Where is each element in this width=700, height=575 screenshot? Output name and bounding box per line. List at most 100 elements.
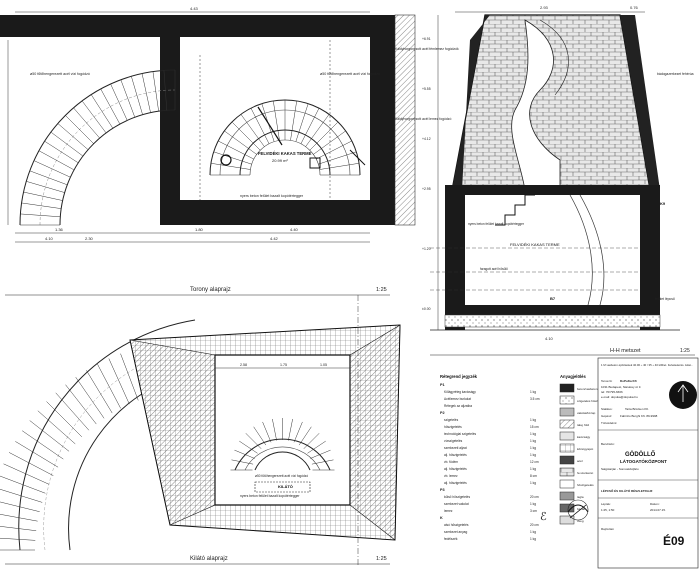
section-note: Káldyhorgonyzott acél fémlemez fogódzók [395, 47, 459, 51]
stair-tread [73, 107, 100, 139]
plan-title-tower: Torony alaprajz [190, 287, 231, 293]
orientation-glyph: ℰ [540, 511, 547, 523]
stair-tread [163, 70, 168, 111]
legend-swatch [559, 407, 575, 417]
stair-tread [253, 426, 267, 446]
stair-tread [290, 100, 297, 141]
stair-tread [21, 202, 62, 209]
section-dim: 0.76 [630, 5, 639, 10]
stair-tread [245, 433, 262, 449]
legend-swatch [559, 467, 575, 477]
legend-item: alj. hőszigetelés [444, 453, 467, 457]
section-note: Káldyhorgonyzott acél lemez fogódzó [395, 117, 451, 121]
svg-text:±0.00: ±0.00 [422, 307, 431, 311]
tb-label: Dátum: [650, 502, 660, 506]
stair-tread [20, 213, 61, 218]
legend-swatch [559, 443, 575, 453]
legend-swatch-label: talaj, föld [577, 423, 589, 427]
section-note: bádogazerkezet fehérúa [657, 72, 694, 76]
stair-tread [26, 181, 65, 193]
legend-item: hőszigetelés [444, 425, 462, 429]
tb-label: Statikus: [601, 407, 613, 411]
stair-note-right: ø50 fűtőhengerezett acél vízi fogódzó [320, 72, 380, 76]
svg-text:+6.91: +6.91 [422, 37, 431, 41]
tb-label: Lépték: [601, 502, 611, 506]
room-label-lookout: KILÁTÓ [278, 484, 293, 489]
stair-tread [0, 537, 36, 541]
stair-tread [97, 363, 121, 409]
stair-tread [300, 108, 320, 144]
tb-mech: Fabrizio Burghi Kft. 89-9998 [620, 414, 658, 418]
legend-swatch [559, 383, 575, 393]
tb-sheet-number: É09 [663, 533, 685, 548]
dim-text: 4.42 [270, 236, 279, 241]
swatch-heading: Anyagjelölés [560, 374, 587, 379]
legend-swatch-label: tégla [577, 495, 584, 499]
legend-value: 1 kg [530, 502, 536, 506]
legend-swatch-label: kavicságy [577, 435, 591, 439]
section-dim: 2.93 [540, 5, 549, 10]
stair-tread [240, 114, 265, 147]
stair-tread [152, 71, 159, 112]
stair-tread [110, 83, 128, 121]
stair-note: ø50 fűtőhengerezett acél vízi fogódzó [30, 72, 90, 76]
stair-tread [44, 140, 79, 164]
stair-tread [120, 353, 139, 401]
tb-label: Rajzszám [601, 527, 615, 531]
stair-tread [0, 526, 37, 531]
legend-swatch-label: acél [577, 459, 583, 463]
legend-swatch-label: hőszigetelés [577, 483, 594, 487]
dim-text: 4.40 [290, 227, 299, 232]
legend-swatch-label: kőzetgyapot [577, 447, 593, 451]
tower-floor-plan: 1.36 1.80 4.40 2.30 4.10 4.42 4.43 ø50 f… [0, 6, 416, 296]
stair-tread [293, 421, 303, 443]
plan-scale-tower: 1:25 [376, 287, 387, 293]
stair-tread [305, 114, 330, 147]
stair-tread [8, 452, 54, 476]
dim-text: 4.10 [45, 236, 54, 241]
mark-b7: B7 [550, 296, 556, 301]
legend-swatch-label: fa szerkezet [577, 471, 593, 475]
legend-value: 3 cm [530, 509, 537, 513]
stair-tread [298, 426, 312, 446]
stair-tread [100, 88, 121, 125]
tb-date: 2014.07.15. [650, 508, 666, 512]
stair-tread [86, 370, 113, 414]
stair-tread [50, 131, 84, 157]
tb-label: Gépész: [601, 414, 612, 418]
stair-tread [108, 358, 130, 405]
legend-item: P1 [440, 383, 445, 387]
stair-tread [273, 100, 280, 141]
plan-scale-lookout: 1:25 [376, 556, 387, 562]
plan-title-lookout: Kilátó alaprajz [190, 556, 228, 562]
tb-scale: 1:25, 1:50 [601, 508, 615, 512]
svg-text:+2.95: +2.95 [422, 187, 431, 191]
section-note: nyers beton felület bazalt kopótértegger [468, 222, 525, 226]
mark-k9: K9 [660, 201, 666, 206]
lookout-stair-note: ø50 fűtőhengerezett acél vízi fogódzó [255, 474, 308, 478]
legend-value: 1 kg [530, 418, 536, 422]
stair-tread [33, 160, 71, 178]
stair-tread [81, 100, 107, 134]
plan-wall-right [370, 15, 395, 225]
stair-tread [307, 440, 326, 454]
plan-wall-top [0, 15, 395, 37]
legend-item: vízszigetelés [444, 439, 463, 443]
legend-value: 20 cm [530, 495, 539, 499]
tb-location: Salgótarján - Somoskőújfalu [601, 467, 639, 471]
stair-tread [231, 459, 254, 465]
stair-tread [0, 501, 40, 512]
stair-tread [0, 514, 38, 522]
tb-label: Tűzvédelmi: [601, 421, 617, 425]
stair-tread [311, 459, 334, 465]
tb-label: Beruházó: [601, 442, 615, 446]
lookout-dim: 2.58 [240, 363, 247, 367]
stair-tread [75, 377, 105, 419]
stair-tread [29, 420, 70, 452]
stair-tread [141, 73, 151, 113]
stair-tread [316, 140, 352, 160]
legend-item: fedélszék [444, 537, 458, 541]
legend-swatch [559, 491, 575, 501]
tb-project-subtitle: LÁTOGATÓKÖZPONT [620, 457, 667, 464]
